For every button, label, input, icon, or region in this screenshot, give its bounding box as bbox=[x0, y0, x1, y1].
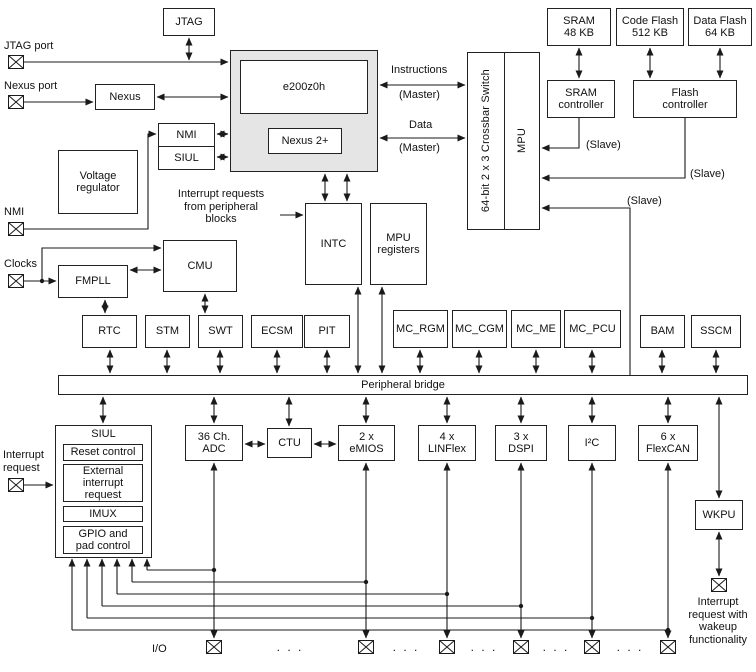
io-ellipsis: . . . bbox=[616, 640, 644, 654]
instructions-master-label: (Master) bbox=[399, 89, 440, 101]
imux-block: IMUX bbox=[63, 506, 143, 522]
sram-controller-block: SRAM controller bbox=[547, 80, 615, 118]
nexus-port-label: Nexus port bbox=[4, 80, 58, 92]
nmi-port-label: NMI bbox=[4, 206, 25, 218]
clocks-pad bbox=[8, 274, 24, 288]
interrupt-note-label: Interrupt requests from peripheral block… bbox=[177, 188, 265, 226]
data-master-label: (Master) bbox=[399, 142, 440, 154]
nexus2-block: Nexus 2+ bbox=[268, 128, 342, 154]
slave-label-flash: (Slave) bbox=[690, 168, 725, 180]
io-pad-adc bbox=[206, 640, 222, 654]
nmi-block: NMI bbox=[158, 123, 215, 147]
nexus-block: Nexus bbox=[95, 84, 155, 110]
mc-pcu-block: MC_PCU bbox=[564, 310, 621, 348]
cmu-block: CMU bbox=[163, 240, 237, 292]
wkpu-block: WKPU bbox=[695, 500, 743, 530]
ctu-block: CTU bbox=[267, 428, 312, 458]
instructions-label: Instructions bbox=[391, 64, 448, 76]
interrupt-request-pad bbox=[8, 478, 24, 492]
wakeup-note-label: Interrupt request with wakeup functional… bbox=[688, 596, 748, 646]
code-flash-block: Code Flash 512 KB bbox=[616, 8, 684, 46]
linflex-block: 4 x LINFlex bbox=[418, 425, 476, 461]
io-label: I/O bbox=[152, 643, 167, 655]
nmi-pad bbox=[8, 222, 24, 236]
bam-block: BAM bbox=[640, 315, 685, 348]
nexus-port-pad bbox=[8, 95, 24, 109]
io-pad-i2c bbox=[584, 640, 600, 654]
siul-title: SIUL bbox=[91, 428, 116, 440]
swt-block: SWT bbox=[198, 315, 243, 348]
pit-block: PIT bbox=[304, 315, 350, 348]
external-interrupt-block: External interrupt request bbox=[63, 464, 143, 502]
intc-block: INTC bbox=[305, 203, 362, 285]
io-pad-emios bbox=[358, 640, 374, 654]
io-pad-dspi bbox=[513, 640, 529, 654]
jtag-port-label: JTAG port bbox=[4, 40, 54, 52]
io-ellipsis: . . . bbox=[470, 640, 498, 654]
io-pad-linflex bbox=[439, 640, 455, 654]
slave-label-bridge: (Slave) bbox=[627, 195, 662, 207]
mc-me-block: MC_ME bbox=[511, 310, 561, 348]
siul-small-block: SIUL bbox=[158, 146, 215, 170]
crossbar-block: 64-bit 2 x 3 Crossbar Switch bbox=[467, 52, 505, 230]
reset-control-block: Reset control bbox=[63, 444, 143, 461]
voltage-regulator-block: Voltage regulator bbox=[58, 150, 138, 214]
mpu-registers-block: MPU registers bbox=[370, 203, 427, 285]
clocks-port-label: Clocks bbox=[4, 258, 38, 270]
ecsm-block: ECSM bbox=[251, 315, 303, 348]
slave-label-sram: (Slave) bbox=[586, 139, 621, 151]
gpio-pad-control-block: GPIO and pad control bbox=[63, 526, 143, 554]
io-ellipsis: . . . bbox=[392, 640, 420, 654]
e200z0h-label-block: e200z0h bbox=[240, 60, 368, 114]
io-ellipsis: . . . bbox=[276, 640, 304, 654]
jtag-port-pad bbox=[8, 55, 24, 69]
mpu-label: MPU bbox=[515, 128, 528, 154]
data-flash-block: Data Flash 64 KB bbox=[688, 8, 752, 46]
mc-rgm-block: MC_RGM bbox=[393, 310, 448, 348]
mc-cgm-block: MC_CGM bbox=[452, 310, 507, 348]
io-ellipsis: . . . bbox=[542, 640, 570, 654]
i2c-block: I²C bbox=[568, 425, 616, 461]
dspi-block: 3 x DSPI bbox=[495, 425, 547, 461]
sram-block: SRAM 48 KB bbox=[547, 8, 611, 46]
fmpll-block: FMPLL bbox=[58, 265, 128, 298]
rtc-block: RTC bbox=[82, 315, 137, 348]
crossbar-label: 64-bit 2 x 3 Crossbar Switch bbox=[479, 69, 492, 213]
jtag-block: JTAG bbox=[163, 8, 215, 36]
flash-controller-block: Flash controller bbox=[633, 80, 737, 118]
interrupt-request-label: Interrupt request bbox=[3, 449, 44, 474]
emios-block: 2 x eMIOS bbox=[338, 425, 395, 461]
peripheral-bridge-block: Peripheral bridge bbox=[58, 375, 748, 395]
wakeup-pad bbox=[711, 578, 727, 592]
data-label: Data bbox=[409, 119, 433, 131]
mpu-block: MPU bbox=[504, 52, 540, 230]
io-pad-flexcan bbox=[660, 640, 676, 654]
adc-block: 36 Ch. ADC bbox=[185, 425, 243, 461]
flexcan-block: 6 x FlexCAN bbox=[638, 425, 698, 461]
sscm-block: SSCM bbox=[691, 315, 741, 348]
stm-block: STM bbox=[145, 315, 190, 348]
